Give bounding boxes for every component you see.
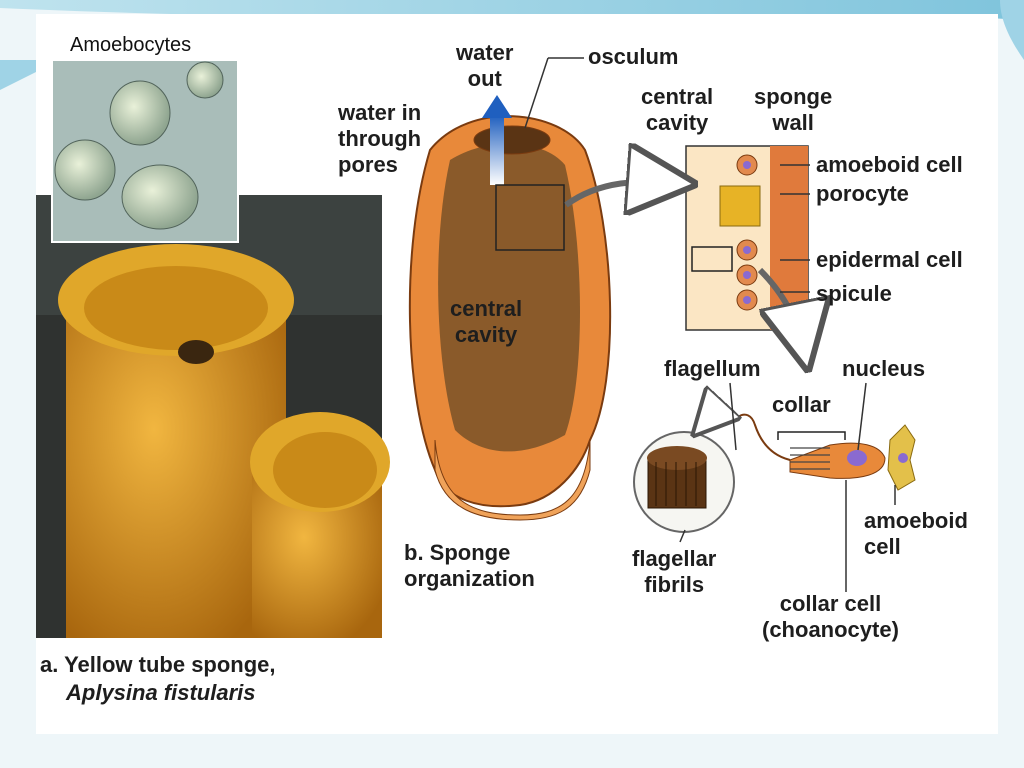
label-spicule: spicule [816, 281, 892, 306]
label-sponge-wall: sponge wall [754, 84, 833, 135]
caption-a-line1: a. Yellow tube sponge, [40, 652, 276, 677]
label-central-cavity-body: central cavity [450, 296, 523, 347]
right-wave [1000, 0, 1024, 60]
label-nucleus: nucleus [842, 356, 926, 381]
sponge-wall-detail [564, 146, 808, 355]
caption-a-line2: Aplysina fistularis [66, 680, 256, 705]
caption-b: b. Sponge organization [404, 540, 535, 591]
label-collar-cell: collar cell (choanocyte) [762, 591, 899, 642]
label-osculum: osculum [588, 44, 679, 69]
label-porocyte: porocyte [816, 181, 909, 206]
label-water-in: water in through pores [338, 100, 422, 177]
collar-cell-illustration [737, 413, 916, 491]
label-epidermal-cell: epidermal cell [816, 247, 963, 272]
yellow-tube-sponge-photo [36, 195, 390, 638]
amoebocytes-title: Amoebocytes [70, 34, 192, 56]
label-central-cavity-top: central cavity [641, 84, 714, 135]
label-flagellar-fibrils: flagellar fibrils [632, 546, 717, 597]
label-water-out: water out [456, 40, 514, 91]
label-amoeboid-cell-top: amoeboid cell [816, 152, 963, 177]
label-collar: collar [772, 392, 831, 417]
pointer-lines [524, 57, 896, 592]
label-flagellum: flagellum [664, 356, 761, 381]
flagellar-fibrils-illustration [633, 416, 738, 533]
sponge-body-illustration [408, 95, 612, 521]
amoebocytes-inset-photo [51, 59, 239, 243]
label-amoeboid-cell-bottom: amoeboid cell [864, 508, 968, 559]
